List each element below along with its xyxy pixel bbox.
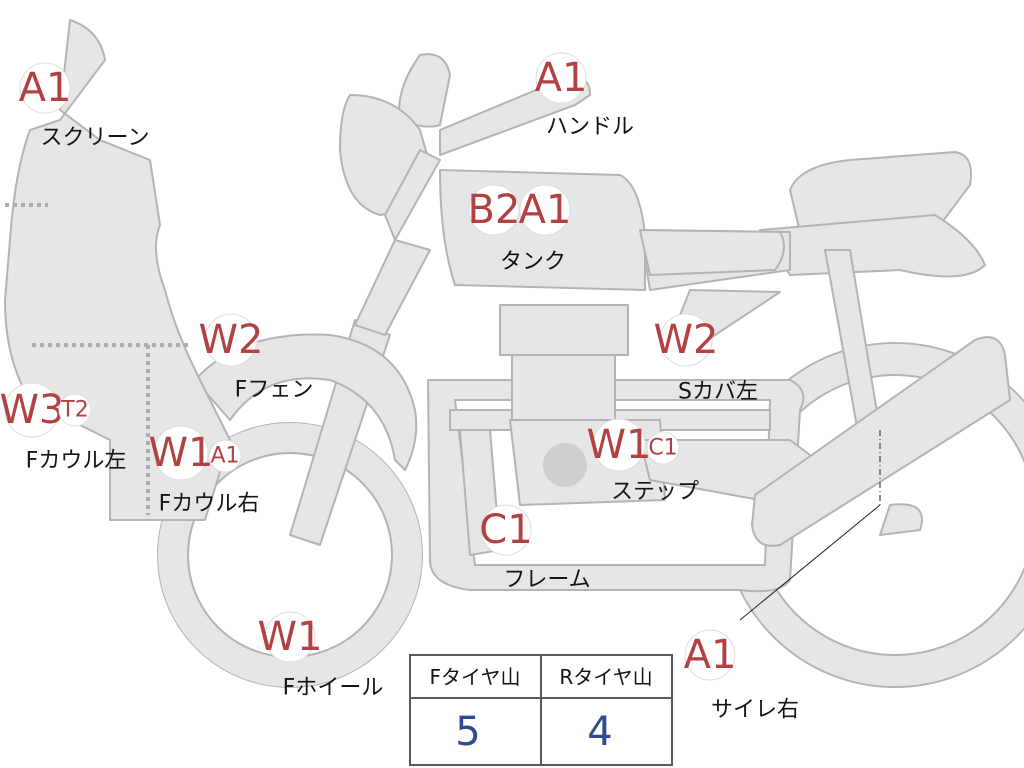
front-tire-value: 5 <box>455 709 480 755</box>
tire-tread-table: Fタイヤ山 Rタイヤ山 5 4 <box>409 654 673 766</box>
grade-badge <box>19 62 71 114</box>
grade-code: W2 <box>199 317 264 363</box>
part-label: Fフェン <box>235 378 314 403</box>
grade-code: C1 <box>479 507 532 553</box>
part-label: スクリーン <box>41 126 150 151</box>
grade-badge <box>480 504 532 556</box>
rear-tire-value: 4 <box>587 709 612 755</box>
grade-badge <box>684 629 736 681</box>
grade-code: A1 <box>535 55 588 101</box>
grade-badge <box>468 184 520 236</box>
part-label: Fカウル右 <box>159 492 260 517</box>
callout-handle: A1 ハンドル <box>535 52 634 140</box>
grade-badge <box>208 439 242 473</box>
part-callouts: A1スクリーンA1ハンドルB2A1タンクW2FフェンW2Sカバ左W3T2Fカウル… <box>0 52 799 723</box>
rear-tire-header: Rタイヤ山 <box>559 665 652 689</box>
front-tire-header: Fタイヤ山 <box>430 665 521 689</box>
grade-code: A1 <box>519 187 572 233</box>
grade-badge <box>535 52 587 104</box>
grade-badge <box>592 418 646 472</box>
grade-badge <box>204 313 258 367</box>
callout-frame: C1 フレーム <box>479 504 591 593</box>
grade-code: W1 <box>149 430 214 476</box>
part-label: Fカウル左 <box>26 449 127 474</box>
part-label: フレーム <box>503 568 590 593</box>
grade-code: W1 <box>258 614 323 660</box>
grade-code: A1 <box>210 444 239 469</box>
grade-code: T2 <box>60 398 88 423</box>
part-label: タンク <box>500 250 566 275</box>
part-label: Fホイール <box>283 676 384 701</box>
grade-badge <box>264 611 316 663</box>
grade-badge <box>646 431 680 465</box>
grade-badge <box>659 313 713 367</box>
grade-code: B2 <box>468 187 521 233</box>
grade-code: C1 <box>648 436 677 461</box>
part-label: サイレ右 <box>711 698 799 723</box>
callout-muffler-right: A1 サイレ右 <box>684 629 799 723</box>
grade-badge <box>153 425 209 481</box>
grade-code: A1 <box>684 632 737 678</box>
grade-code: W3 <box>0 387 65 433</box>
part-label: ステップ <box>611 480 699 505</box>
part-label: Sカバ左 <box>678 380 758 405</box>
part-label: ハンドル <box>546 115 634 140</box>
motorcycle-silhouette <box>4 19 1024 688</box>
grade-code: W2 <box>654 317 719 363</box>
grade-badge <box>58 393 92 427</box>
grade-code: A1 <box>19 65 72 111</box>
grade-code: W1 <box>587 422 652 468</box>
grade-badge <box>519 184 571 236</box>
callout-screen: A1 スクリーン <box>19 62 150 151</box>
